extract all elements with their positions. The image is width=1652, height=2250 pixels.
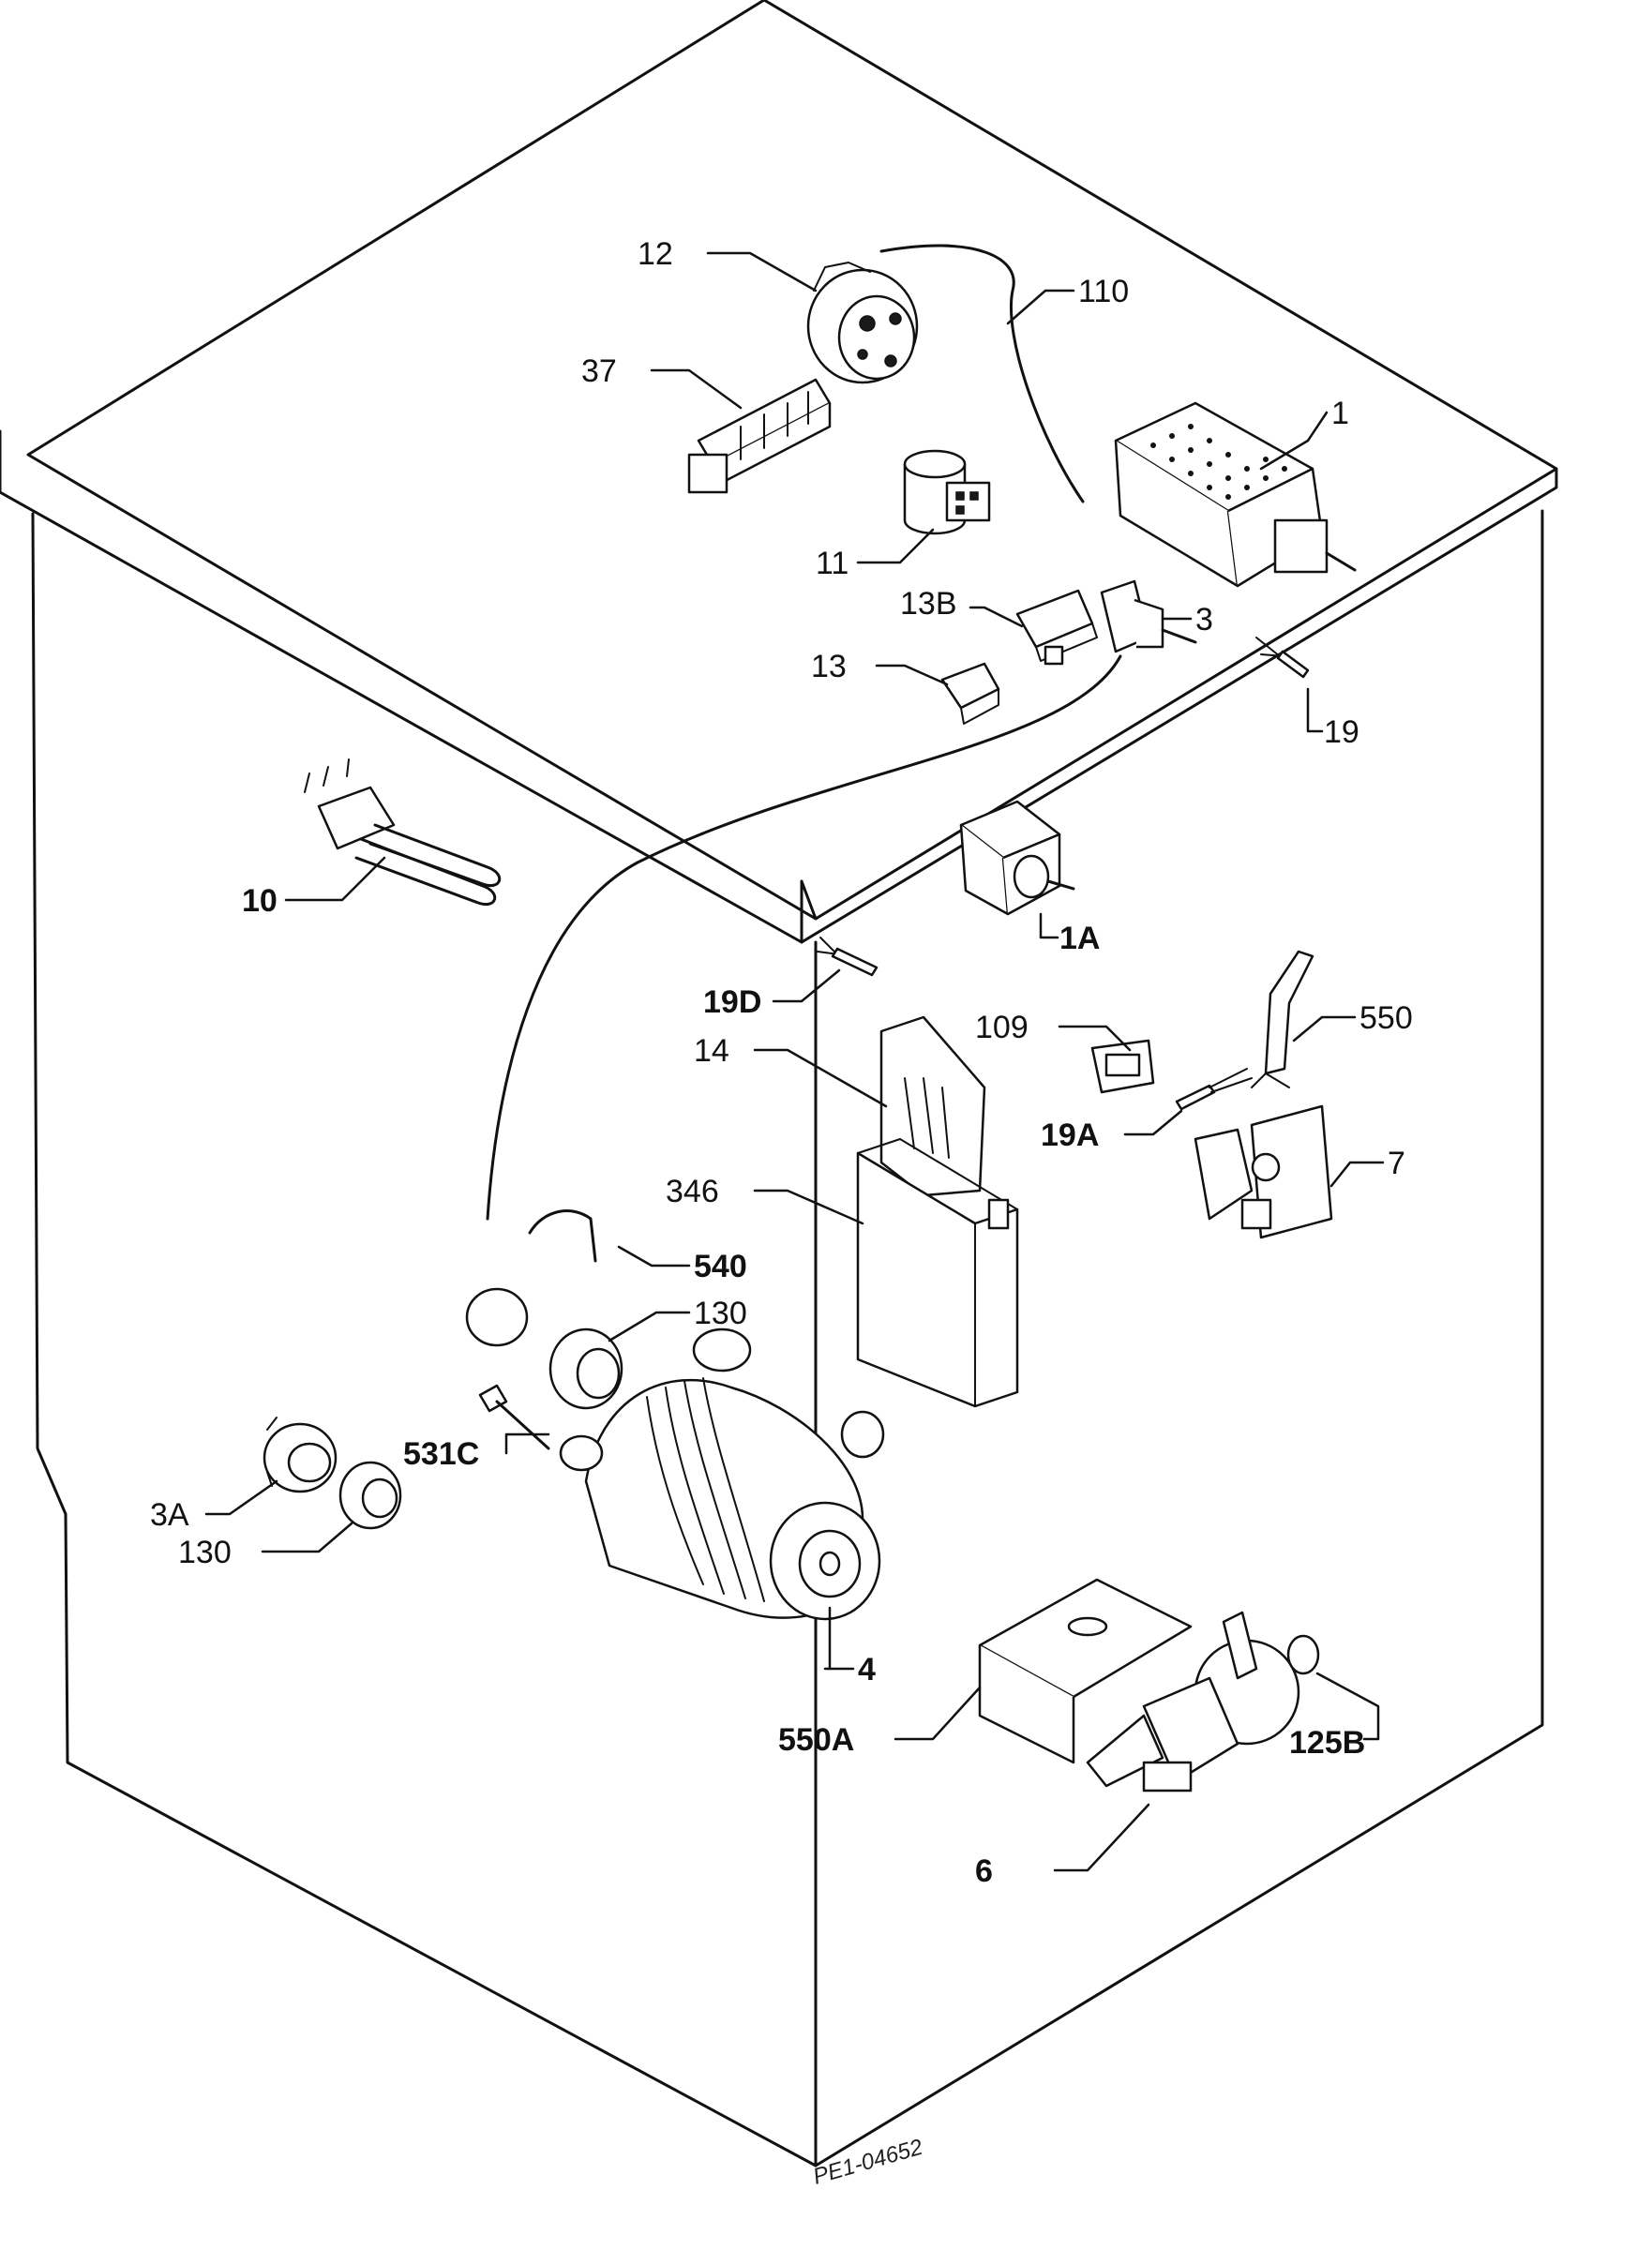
label-130-upper: 130 <box>694 1296 747 1331</box>
screw-531c <box>478 1384 550 1450</box>
grommet-130-upper <box>548 1328 623 1410</box>
label-13: 13 <box>811 649 847 684</box>
lid-lock-lever-550 <box>1251 950 1314 1088</box>
capacitor-11 <box>903 449 991 535</box>
label-550: 550 <box>1359 1000 1413 1036</box>
grommet-130-lower <box>338 1461 402 1530</box>
label-3: 3 <box>1195 602 1213 638</box>
connector-13 <box>940 662 1000 725</box>
door-lock-7 <box>1194 1104 1333 1239</box>
heater-element-10 <box>304 758 501 907</box>
cabinet-outline <box>0 0 1558 2168</box>
label-125b: 125B <box>1289 1725 1365 1761</box>
ring-125b <box>1286 1634 1320 1675</box>
label-109: 109 <box>975 1010 1029 1045</box>
label-346: 346 <box>666 1174 719 1209</box>
sensor-19d <box>817 937 879 977</box>
label-19: 19 <box>1324 714 1359 750</box>
selector-switch-1a <box>959 800 1075 916</box>
label-1a: 1A <box>1059 921 1100 956</box>
label-3a: 3A <box>150 1497 189 1533</box>
label-110: 110 <box>1078 274 1129 309</box>
drawing-code: PE1-04652 <box>810 2135 925 2190</box>
label-531c: 531C <box>403 1436 479 1472</box>
label-7: 7 <box>1388 1146 1405 1181</box>
drain-pump-6 <box>1086 1611 1300 1792</box>
clip-540 <box>528 1209 597 1263</box>
pressure-switch-12 <box>806 262 919 384</box>
dispenser-14-346 <box>856 1015 1019 1408</box>
seal-grommet <box>465 1287 529 1347</box>
sensor-19a <box>1175 1068 1253 1111</box>
label-14: 14 <box>694 1033 729 1069</box>
label-11: 11 <box>816 546 849 581</box>
pressure-switch-3a <box>263 1417 338 1493</box>
label-19d: 19D <box>703 984 761 1020</box>
terminal-block-37 <box>687 378 832 494</box>
label-130-lower: 130 <box>178 1535 232 1570</box>
bracket-550a <box>978 1578 1193 1764</box>
cable-wire <box>486 654 1122 1221</box>
label-6: 6 <box>975 1853 993 1889</box>
label-550a: 550A <box>778 1722 854 1758</box>
hose-110 <box>879 244 1085 503</box>
label-37: 37 <box>581 353 617 389</box>
leader-lines <box>204 251 1385 1872</box>
lamp-holder-109 <box>1090 1039 1155 1094</box>
label-10: 10 <box>242 883 278 919</box>
label-540: 540 <box>694 1249 747 1284</box>
label-13b: 13B <box>900 586 957 622</box>
programmer-timer-1 <box>1114 401 1357 588</box>
sensor-19 <box>1255 637 1310 679</box>
part-labels: 12 110 1 37 11 13B 3 13 19 10 1A 19D 109… <box>150 236 1413 1889</box>
label-12: 12 <box>638 236 673 272</box>
label-4: 4 <box>858 1652 876 1688</box>
label-1: 1 <box>1331 396 1349 431</box>
label-19a: 19A <box>1041 1118 1099 1153</box>
switch-3 <box>1100 579 1197 653</box>
motor-4 <box>559 1328 885 1621</box>
connector-13b <box>1015 589 1098 666</box>
